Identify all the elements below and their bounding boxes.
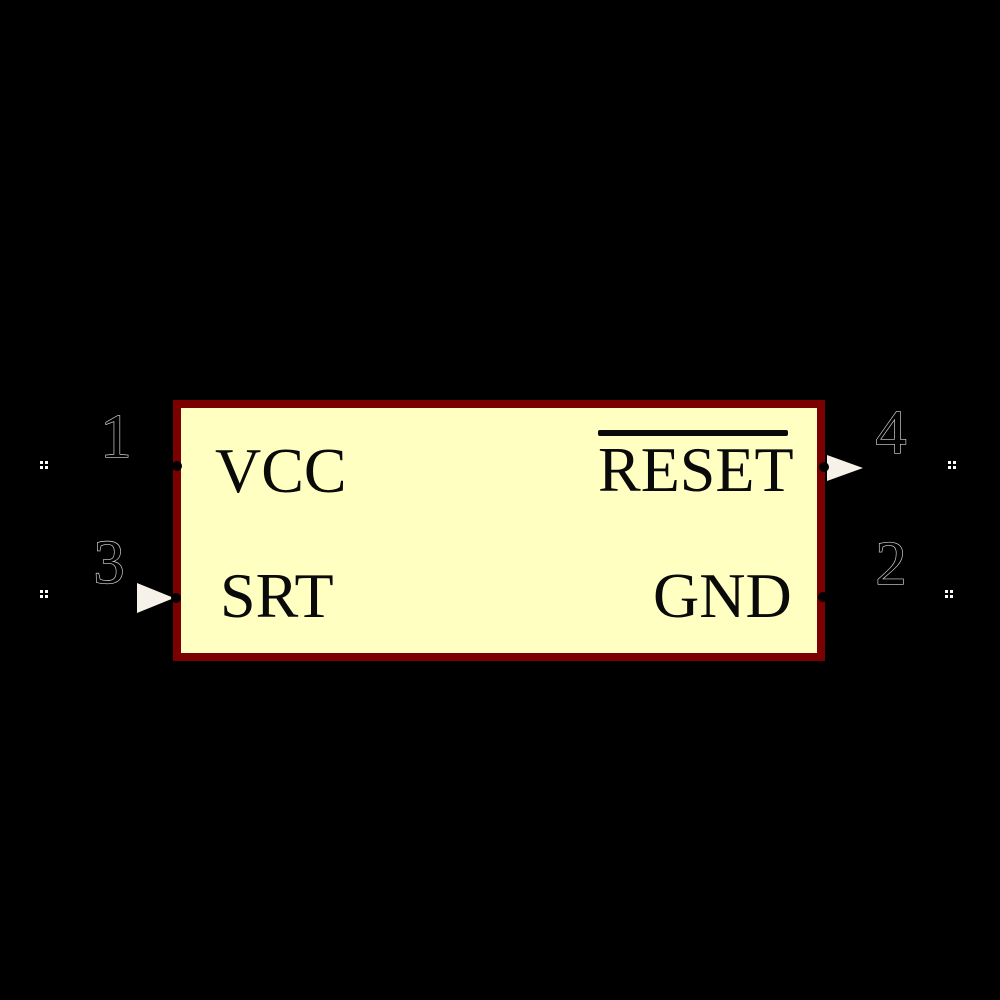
active-low-overline [598,430,788,436]
ic-body[interactable] [173,400,825,661]
pin-label-gnd: GND [653,560,792,631]
pin-gnd-group[interactable]: GND 2 [653,529,953,631]
pin-endpoint-marker-icon [40,461,48,469]
pin-number-1: 1 [101,403,132,471]
pin-connection-dot [819,462,829,472]
pin-label-srt: SRT [220,560,334,631]
pin-connection-dot [172,461,182,471]
pin-endpoint-marker-icon [948,461,956,469]
pin-connection-dot [171,593,181,603]
pin-number-3: 3 [94,529,125,597]
pin-label-reset: RESET [598,434,794,505]
pin-arrow-icon [137,583,174,613]
pin-label-vcc: VCC [215,435,347,506]
pin-number-2: 2 [876,530,907,598]
pin-number-4: 4 [876,399,907,467]
pin-srt-group[interactable]: SRT 3 [40,528,334,631]
pin-endpoint-marker-icon [945,590,953,598]
pin-vcc-group[interactable]: VCC 1 [40,402,347,506]
pin-endpoint-marker-icon [40,590,48,598]
pin-reset-group[interactable]: RESET 4 [598,398,956,505]
pin-connection-dot [818,592,828,602]
pin-arrow-icon [827,455,863,481]
